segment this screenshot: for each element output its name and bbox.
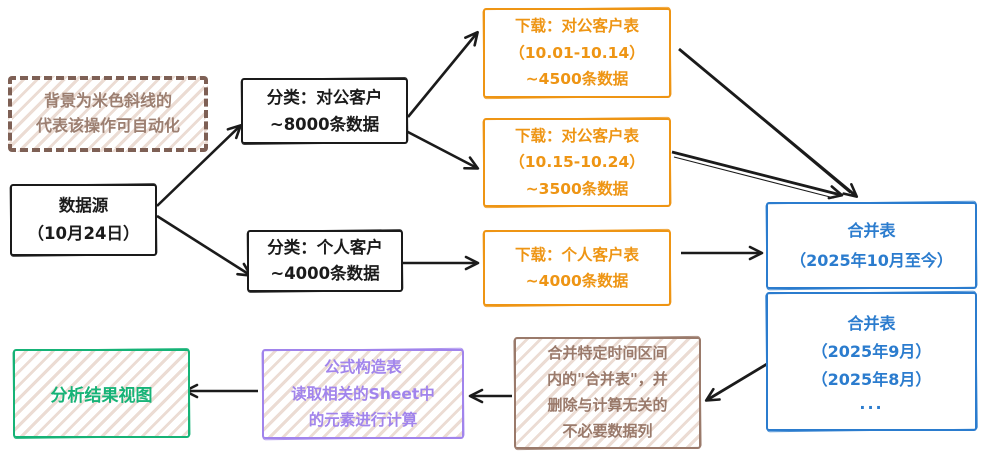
node-download-personal: 下载：个人客户表 ~4000条数据	[483, 230, 671, 306]
legend-automatable-note: 背景为米色斜线的 代表该操作可自动化	[8, 76, 208, 152]
node-label: ~3500条数据	[525, 179, 629, 198]
node-label: 公式构造表	[324, 358, 402, 377]
node-label: 合并表	[847, 313, 896, 333]
node-label: 删除与计算无关的	[547, 396, 668, 414]
node-label: ~8000条数据	[269, 115, 380, 134]
arrow-merge-history-to-filter	[704, 359, 773, 402]
node-classify-corporate: 分类：对公客户 ~8000条数据	[241, 78, 408, 144]
node-label: 内的"合并表"，并	[547, 370, 668, 389]
node-label: 下载：对公客户表	[514, 17, 639, 36]
node-label: （2025年10月至今）	[790, 250, 953, 270]
node-analysis-result-view: 分析结果视图	[13, 349, 190, 438]
node-label: （10月24日）	[27, 224, 140, 243]
node-label: 合并特定时间区间	[547, 344, 668, 363]
arrow-dl2-to-merge-current-sketch	[673, 156, 835, 199]
node-label: 下载：个人客户表	[514, 245, 639, 264]
node-label: （2025年9月）	[811, 341, 932, 361]
node-label: 的元素进行计算	[308, 411, 418, 430]
node-formula-table: 公式构造表 读取相关的Sheet中 的元素进行计算	[262, 349, 464, 439]
node-merged-table-current: 合并表 （2025年10月至今）	[766, 202, 977, 289]
arrow-dl1-to-merge-current-sketch	[682, 52, 851, 194]
legend-line: 背景为米色斜线的	[43, 91, 172, 111]
node-label: （10.15-10.24）	[509, 153, 645, 172]
node-download-corporate-2: 下载：对公客户表 （10.15-10.24） ~3500条数据	[483, 118, 671, 207]
arrow-source-to-cls-corporate	[156, 124, 243, 207]
node-label: 分析结果视图	[50, 386, 153, 406]
arrow-cls-corporate-to-dl2	[405, 129, 480, 170]
arrow-source-to-cls-personal	[156, 214, 253, 277]
node-data-source: 数据源 （10月24日）	[10, 184, 157, 256]
node-merge-filter-step: 合并特定时间区间 内的"合并表"，并 删除与计算无关的 不必要数据列	[514, 337, 701, 449]
node-label: 分类：对公客户	[266, 87, 383, 107]
node-label-ellipsis: ...	[859, 393, 884, 413]
node-label: 数据源	[58, 195, 109, 215]
arrow-dl1-to-merge-current	[678, 47, 859, 198]
node-label: 下载：对公客户表	[514, 126, 639, 145]
node-label: 不必要数据列	[562, 421, 653, 440]
node-label: 读取相关的Sheet中	[291, 384, 435, 403]
node-classify-personal: 分类：个人客户 ~4000条数据	[247, 230, 403, 292]
node-label: 合并表	[847, 220, 896, 240]
node-download-corporate-1: 下载：对公客户表 （10.01-10.14） ~4500条数据	[483, 8, 671, 98]
node-label: （2025年8月）	[811, 369, 932, 389]
node-merged-table-history: 合并表 （2025年9月） （2025年8月） ...	[766, 292, 977, 431]
node-label: 分类：个人客户	[267, 237, 383, 257]
arrow-dl2-to-merge-current	[671, 150, 844, 200]
node-label: ~4500条数据	[525, 70, 629, 89]
node-label: ~4000条数据	[525, 272, 629, 290]
node-label: ~4000条数据	[270, 264, 380, 283]
arrow-cls-corporate-to-dl1	[406, 30, 479, 118]
node-label: （10.01-10.14）	[509, 43, 645, 62]
legend-line: 代表该操作可自动化	[35, 116, 180, 135]
